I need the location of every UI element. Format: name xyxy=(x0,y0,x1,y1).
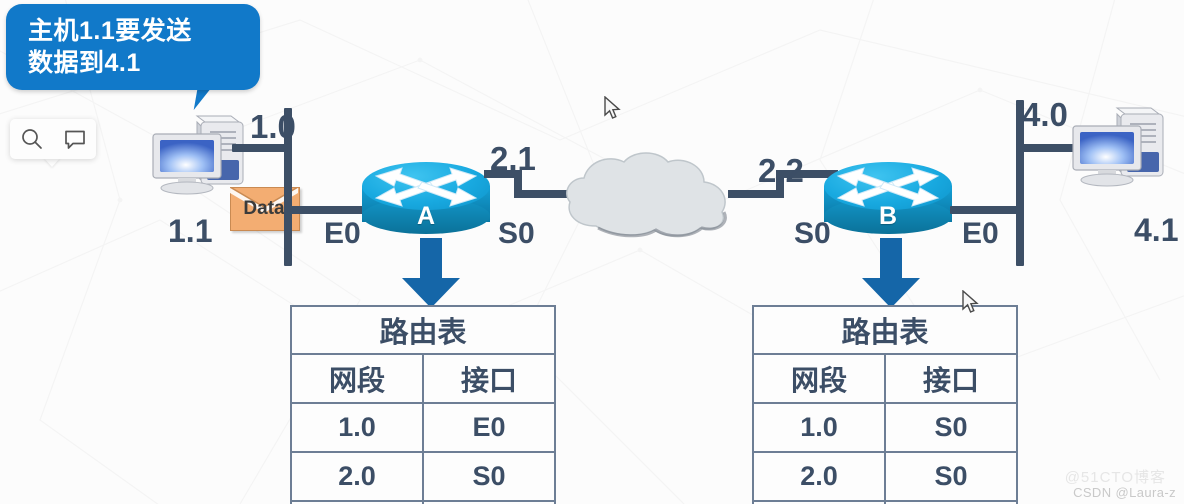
table-row: 1.0 E0 xyxy=(290,402,556,453)
table-header-row: 网段 接口 xyxy=(752,353,1018,404)
lan-drop-left-host xyxy=(232,144,288,152)
table-row-partial xyxy=(752,500,1018,504)
comment-icon[interactable] xyxy=(62,126,88,152)
serial-link-right xyxy=(728,170,838,198)
cell-interface: S0 xyxy=(884,402,1018,453)
label-host-4-1: 4.1 xyxy=(1134,212,1179,248)
label-interface-b-e0: E0 xyxy=(962,217,999,250)
routing-table-title: 路由表 xyxy=(290,305,556,355)
router-arrows-icon xyxy=(836,167,940,207)
cell-network: 1.0 xyxy=(290,402,424,453)
column-header-network: 网段 xyxy=(752,353,886,404)
label-wan-2-1: 2.1 xyxy=(490,140,536,177)
table-row: 2.0 S0 xyxy=(752,451,1018,502)
cell-network xyxy=(290,500,424,504)
label-interface-a-e0: E0 xyxy=(324,217,361,250)
cell-interface: S0 xyxy=(884,451,1018,502)
host-pc-right xyxy=(1072,107,1164,187)
router-a-routing-table: 路由表 网段 接口 1.0 E0 2.0 S0 xyxy=(290,305,556,504)
cell-network xyxy=(752,500,886,504)
cell-interface xyxy=(884,500,1018,504)
data-packet-label: Data xyxy=(243,198,285,219)
cell-network: 2.0 xyxy=(752,451,886,502)
table-row: 1.0 S0 xyxy=(752,402,1018,453)
mini-toolbar-tail xyxy=(44,158,60,167)
wan-cloud xyxy=(566,152,727,238)
arrow-router-b-to-table xyxy=(862,238,920,308)
label-host-1-1: 1.1 xyxy=(168,213,213,249)
cell-interface: E0 xyxy=(422,402,556,453)
lan-drop-left-router xyxy=(284,206,378,214)
callout-line-2: 数据到4.1 xyxy=(28,49,141,77)
router-a: A xyxy=(362,162,490,234)
callout-bubble: 主机1.1要发送 数据到4.1 xyxy=(6,4,260,90)
table-row: 2.0 S0 xyxy=(290,451,556,502)
label-network-4-0: 4.0 xyxy=(1022,96,1068,133)
column-header-interface: 接口 xyxy=(422,353,556,404)
table-header-row: 网段 接口 xyxy=(290,353,556,404)
label-interface-a-s0: S0 xyxy=(498,217,535,250)
router-b: B xyxy=(824,162,952,234)
mouse-cursor-secondary xyxy=(962,290,979,313)
host-pc-left xyxy=(152,115,244,195)
mouse-cursor xyxy=(604,96,621,119)
cell-interface xyxy=(422,500,556,504)
mini-toolbar[interactable] xyxy=(10,119,96,159)
watermark-secondary: @51CTO博客 xyxy=(1064,469,1166,486)
arrow-router-a-to-table xyxy=(402,238,460,308)
callout-line-1: 主机1.1要发送 xyxy=(28,17,192,45)
lan-bus-left xyxy=(284,108,292,266)
cell-network: 1.0 xyxy=(752,402,886,453)
lan-drop-right-router xyxy=(950,206,1024,214)
table-title-row: 路由表 xyxy=(752,305,1018,355)
label-wan-2-2: 2.2 xyxy=(758,152,804,189)
routing-table-title: 路由表 xyxy=(752,305,1018,355)
cell-network: 2.0 xyxy=(290,451,424,502)
table-row-partial xyxy=(290,500,556,504)
search-icon[interactable] xyxy=(19,126,45,152)
label-network-1-0: 1.0 xyxy=(250,108,296,145)
watermark: CSDN @Laura-z xyxy=(1073,485,1176,500)
router-b-name: B xyxy=(878,202,898,230)
cell-interface: S0 xyxy=(422,451,556,502)
callout-text: 主机1.1要发送 数据到4.1 xyxy=(28,15,250,79)
router-a-name: A xyxy=(416,202,436,230)
router-arrows-icon xyxy=(374,167,478,207)
router-b-routing-table: 路由表 网段 接口 1.0 S0 2.0 S0 xyxy=(752,305,1018,504)
lan-bus-right xyxy=(1016,100,1024,266)
column-header-interface: 接口 xyxy=(884,353,1018,404)
table-title-row: 路由表 xyxy=(290,305,556,355)
serial-link-left xyxy=(484,170,580,198)
column-header-network: 网段 xyxy=(290,353,424,404)
label-interface-b-s0: S0 xyxy=(794,217,831,250)
lan-drop-right-host xyxy=(1016,144,1076,152)
